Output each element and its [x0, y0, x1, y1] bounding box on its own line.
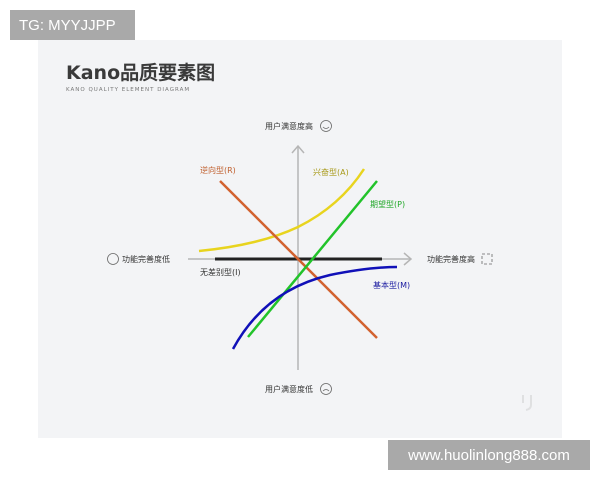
reverse-label: 逆向型(R): [200, 165, 236, 175]
performance-label: 期望型(P): [370, 199, 405, 209]
x-axis-arrow: [403, 252, 413, 266]
y-top-label: 用户满意度高: [265, 121, 313, 131]
diagram-card: [38, 40, 562, 438]
performance-line: [247, 180, 378, 338]
jd-design-logo: [522, 395, 532, 411]
must-be-curve: [231, 265, 398, 350]
watermark-bottom-right: www.huolinlong888.com: [388, 440, 590, 470]
reverse-line: [219, 180, 378, 339]
circle-icon: [107, 253, 119, 265]
x-right-label: 功能完善度高: [427, 254, 475, 264]
indifferent-label: 无差别型(I): [200, 267, 241, 277]
y-axis-arrow: [291, 144, 305, 154]
watermark-top-left: TG: MYYJJPP: [10, 10, 135, 40]
attractive-curve: [198, 168, 366, 253]
x-left-label: 功能完善度低: [122, 254, 170, 264]
expand-icon: [481, 253, 493, 265]
page-title: Kano品质要素图: [66, 61, 215, 84]
attractive-label: 兴奋型(A): [313, 167, 349, 177]
smile-icon: [320, 120, 332, 132]
page-subtitle: KANO QUALITY ELEMENT DIAGRAM: [66, 87, 190, 93]
must-be-label: 基本型(M): [373, 280, 410, 290]
y-bottom-label: 用户满意度低: [265, 384, 313, 394]
sad-face-icon: [320, 383, 332, 395]
